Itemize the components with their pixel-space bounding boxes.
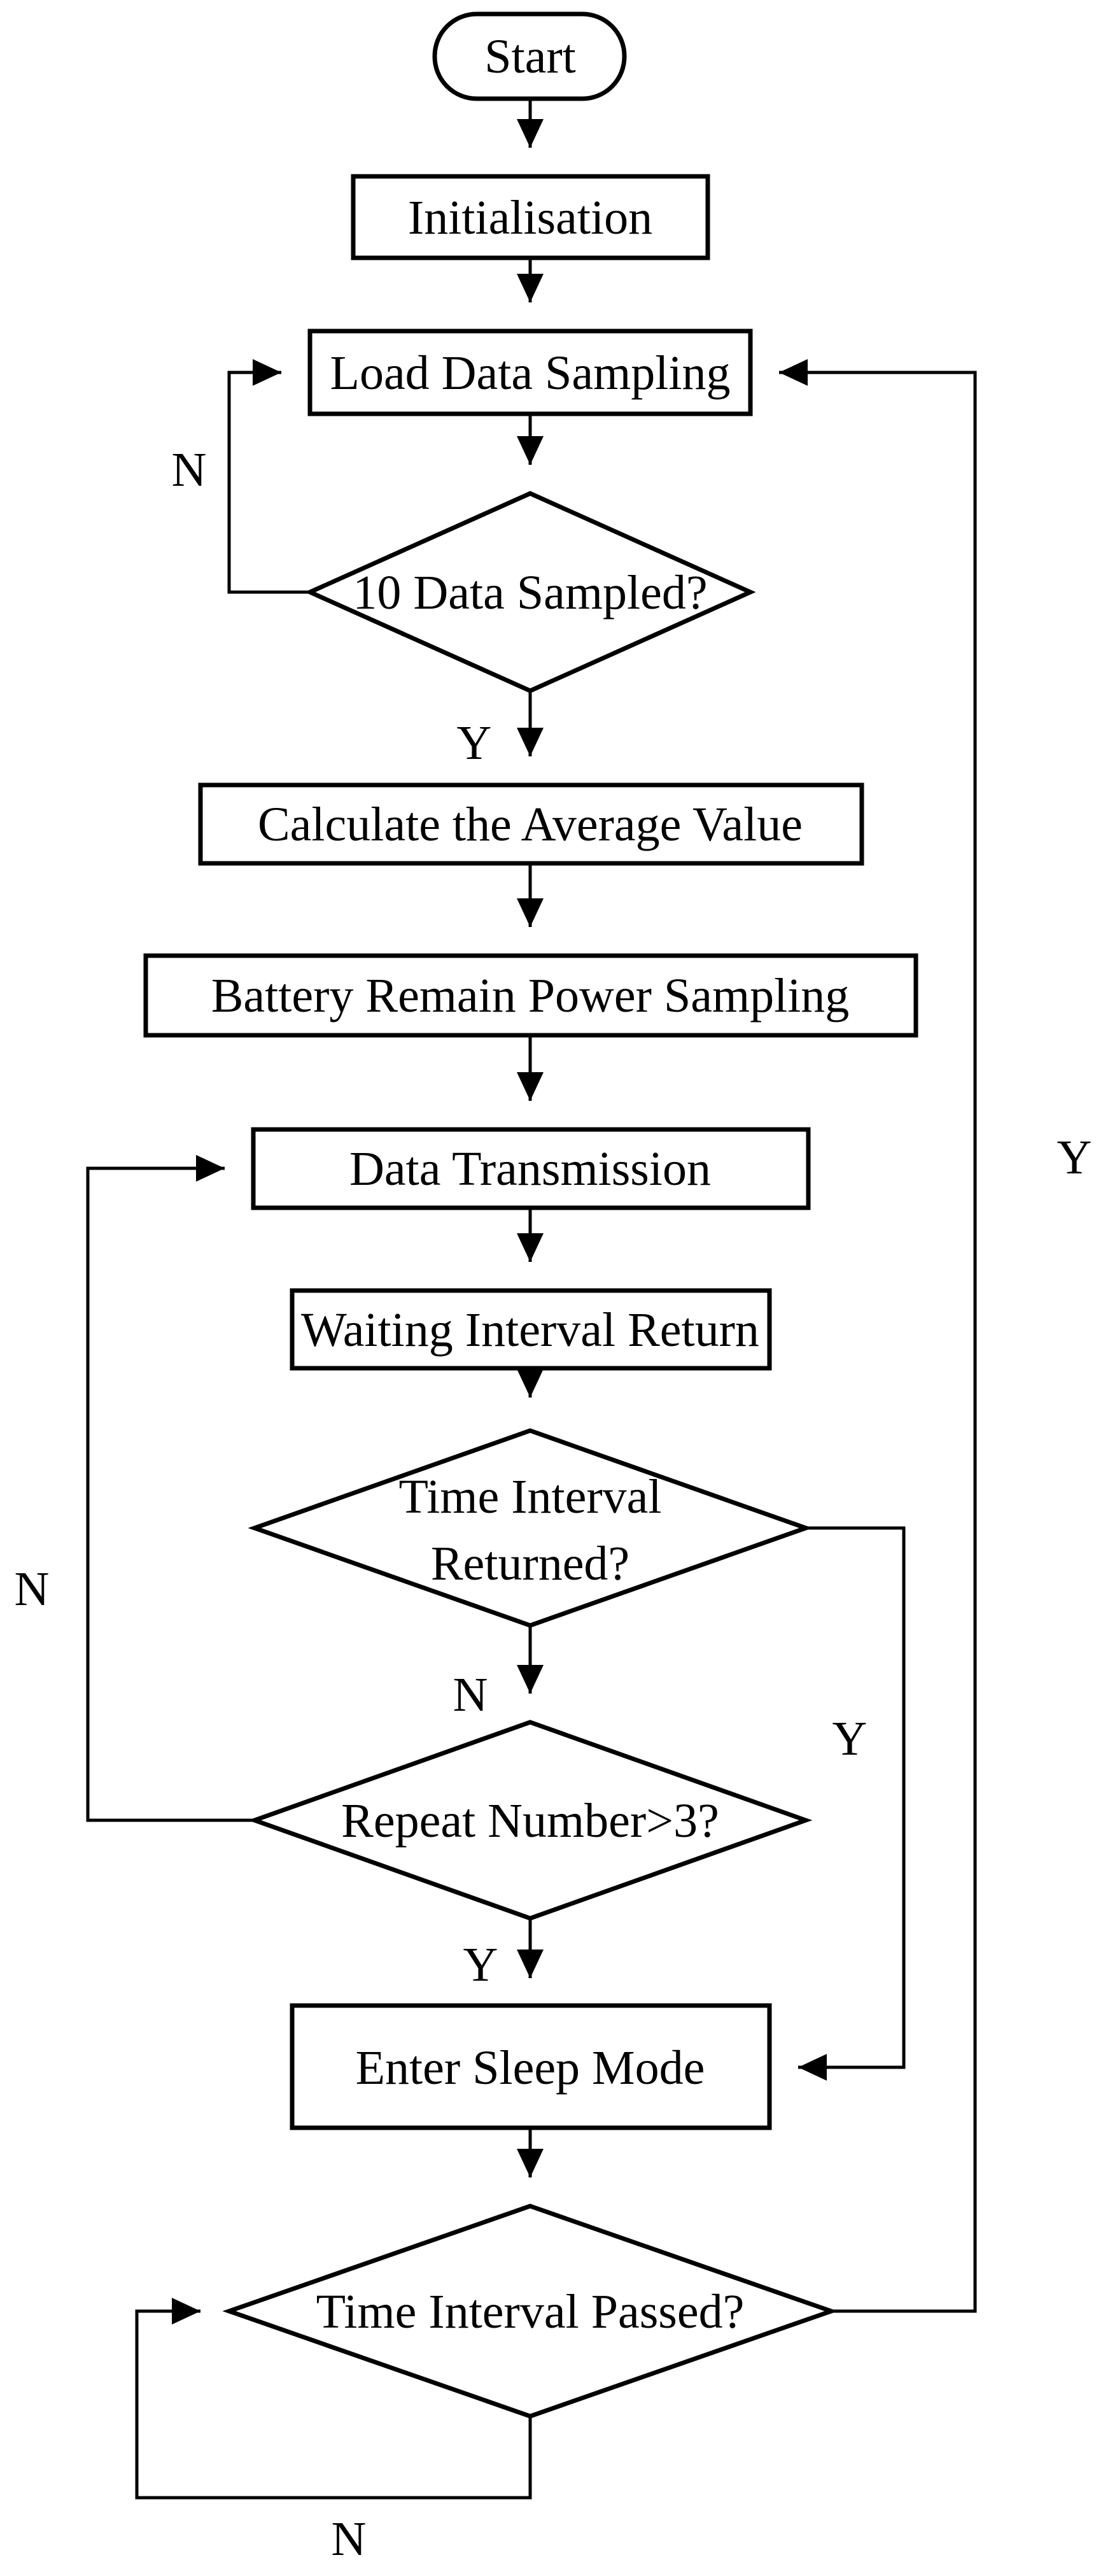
data-transmission-process [251,1127,811,1210]
time-interval-returned-label-line2: Returned? [431,1537,629,1590]
enter-sleep-mode-process [290,2003,772,2130]
data-transmission-label: Data Transmission [349,1142,711,1196]
edge-passed-n-self-loop [135,2298,532,2500]
edges [86,99,977,2500]
waiting-interval-return-label: Waiting Interval Return [301,1303,759,1357]
battery-sampling-label: Battery Remain Power Sampling [211,969,850,1023]
nodes [143,11,918,2419]
calculate-average-process [198,782,864,866]
label-y-sampling-done: Y [457,716,492,770]
time-interval-passed-decision [222,2204,838,2419]
battery-sampling-process [143,953,918,1038]
label-n-interval-not-passed: N [332,2512,367,2566]
edge-passed-y-loop-to-load [779,359,977,2313]
load-data-sampling-label: Load Data Sampling [330,346,731,400]
waiting-interval-return-process [290,1288,772,1371]
node-labels: Start Initialisation Load Data Sampling … [211,30,850,2339]
edge-repeat-n-loop-to-transmission [86,1155,255,1822]
label-n-repeat-retry: N [15,1562,50,1616]
ten-data-sampled-label: 10 Data Sampled? [353,566,707,619]
label-y-interval-passed: Y [1057,1131,1092,1184]
initialisation-process [351,174,710,260]
edge-sampled-n-loop-to-load [227,359,310,594]
edge-labels: N Y Y N N Y Y N [15,443,1092,2566]
label-n-interval-not-returned: N [453,1668,488,1722]
ten-data-sampled-decision [304,491,756,693]
time-interval-returned-decision [248,1428,813,1628]
load-data-sampling-process [307,329,753,416]
label-n-sampling-loop: N [172,443,207,497]
initialisation-label: Initialisation [408,191,652,244]
label-y-repeat-exceeded: Y [463,1938,498,1992]
repeat-number-label: Repeat Number>3? [341,1794,719,1848]
calculate-average-label: Calculate the Average Value [258,798,803,851]
label-y-interval-returned: Y [833,1712,868,1766]
start-terminator [432,11,627,101]
start-label: Start [484,30,576,83]
repeat-number-decision [248,1720,813,1921]
edge-returned-y-to-sleep [798,1526,906,2081]
time-interval-passed-label: Time Interval Passed? [316,2285,745,2339]
enter-sleep-mode-label: Enter Sleep Mode [356,2041,705,2095]
time-interval-returned-label-line1: Time Interval [398,1470,661,1524]
